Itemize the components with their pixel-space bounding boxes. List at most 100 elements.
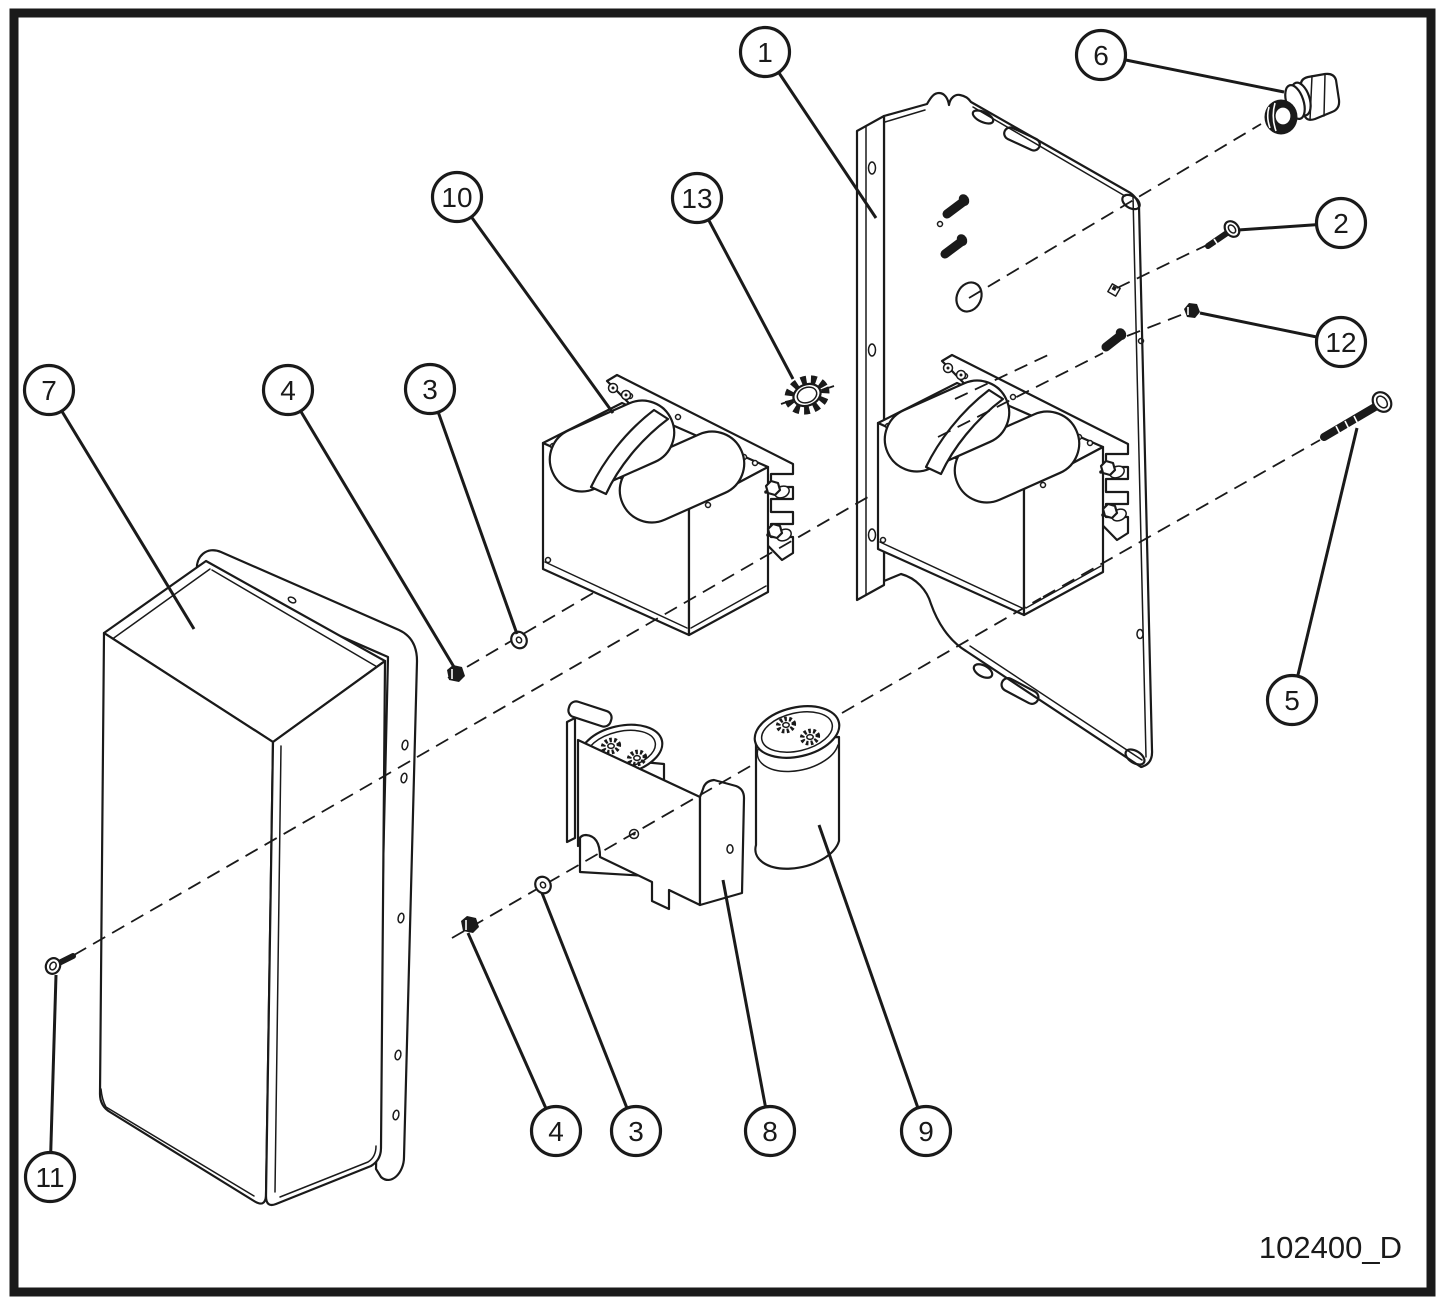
washer-3 [534, 875, 552, 895]
flange-hole [397, 912, 405, 924]
leader-line [1290, 427, 1359, 701]
screw-11 [44, 953, 76, 975]
callout-balloon [1314, 196, 1368, 250]
panel-slot [972, 663, 994, 679]
callout-number: 13 [681, 183, 712, 214]
top-face-hole [704, 501, 712, 509]
callout-balloon [899, 1104, 953, 1158]
callout-balloon [430, 170, 484, 224]
callout-1: 1 [738, 25, 878, 219]
terminal-stud [764, 479, 790, 499]
cover-right-face [264, 659, 387, 1207]
hex-nut-12 [1184, 303, 1200, 318]
cover-flange [195, 549, 419, 1182]
leader-line [695, 197, 795, 380]
bracket-hole [726, 844, 734, 854]
plate-hole [674, 413, 682, 421]
callout-number: 3 [628, 1116, 644, 1147]
flange-hole [392, 1109, 400, 1121]
callout-balloon [22, 363, 76, 417]
callout-number: 11 [35, 1162, 64, 1193]
panel-square-hole [1107, 283, 1121, 297]
cover-bend-line [110, 568, 380, 669]
callout-number: 9 [918, 1116, 934, 1147]
panel-stud [1101, 328, 1127, 352]
lock-washer-13 [784, 375, 830, 415]
panel-gland-hole [955, 281, 983, 313]
terminal-stud [766, 522, 792, 542]
leader-line [48, 974, 58, 1178]
enclosure-cover [98, 549, 419, 1207]
callout-9: 9 [817, 824, 953, 1158]
ballast-transformer [541, 373, 795, 637]
callout-3: 3 [540, 892, 663, 1158]
transformer-hem-line [544, 561, 767, 629]
screw-5 [1320, 391, 1393, 441]
callout-balloon [609, 1104, 663, 1158]
panel-flange-hole [867, 343, 877, 357]
callout-number: 4 [280, 375, 296, 406]
hex-nut-4 [447, 665, 465, 682]
callout-5: 5 [1265, 427, 1359, 727]
flange-hole [394, 1049, 402, 1061]
leader-line [817, 824, 928, 1132]
callout-11: 11 [23, 974, 77, 1204]
leader-line [428, 388, 519, 635]
leader-line [1100, 53, 1285, 94]
leader-line [721, 879, 772, 1132]
centerline-nut12 [1126, 312, 1187, 337]
flange-hole [401, 739, 409, 751]
centerline-gland [968, 123, 1262, 299]
flange-hole [400, 772, 408, 784]
drawing-number: 102400_D [1259, 1230, 1402, 1265]
callout-6: 6 [1074, 28, 1285, 94]
panel-slot [1003, 126, 1041, 152]
transformer-right-face [687, 465, 770, 637]
capacitor-crimp-line [756, 744, 839, 773]
leader-line [455, 196, 615, 414]
bracket-tab [567, 700, 613, 728]
leader-line [763, 51, 878, 219]
callout-10: 10 [430, 170, 615, 414]
centerline-transformer [937, 352, 1104, 438]
callout-balloon [1265, 673, 1319, 727]
capacitor [753, 705, 841, 870]
callout-13: 13 [670, 171, 795, 380]
callout-2: 2 [1237, 196, 1368, 250]
callout-number: 7 [41, 375, 57, 406]
screw-head [1223, 220, 1241, 238]
callout-4: 4 [261, 363, 456, 668]
screw-head [44, 957, 62, 975]
bracket-right-wing [698, 778, 746, 907]
panel-pilot-hole [936, 220, 944, 228]
capacitor-terminal [600, 737, 648, 767]
callout-number: 12 [1325, 327, 1356, 358]
gland-bore [1273, 105, 1293, 127]
callout-number: 5 [1284, 685, 1300, 716]
callout-balloon [529, 1104, 583, 1158]
callout-8: 8 [721, 879, 797, 1158]
panel-stud [942, 194, 970, 219]
callout-7: 7 [22, 363, 196, 630]
callout-number: 10 [441, 182, 472, 213]
callout-number: 6 [1093, 40, 1109, 71]
capacitor-bracket [565, 700, 746, 911]
panel-corner-hole [1121, 193, 1141, 211]
callout-balloon [261, 363, 315, 417]
panel-corner-hole [1124, 748, 1146, 766]
centerline-lower [451, 597, 1042, 939]
centerline-screw5 [1042, 439, 1321, 598]
callout-4: 4 [466, 932, 583, 1158]
capacitor-terminal [775, 716, 821, 746]
callout-number: 8 [762, 1116, 778, 1147]
panel-flange-hole [867, 528, 877, 542]
callout-balloon [1314, 315, 1368, 369]
callout-number: 2 [1333, 208, 1349, 239]
callout-balloon [738, 25, 792, 79]
panel-thickness-line [884, 106, 1147, 761]
drawing-border [9, 8, 1436, 1297]
capacitor-rim-inner [760, 711, 834, 753]
callout-number: 4 [548, 1116, 564, 1147]
callout-12: 12 [1199, 311, 1368, 369]
